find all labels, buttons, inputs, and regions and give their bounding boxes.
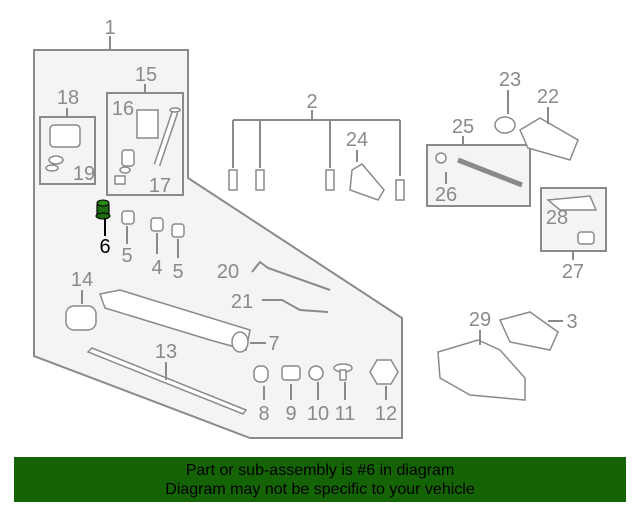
banner-disclaimer: Diagram may not be specific to your vehi… <box>165 481 475 498</box>
banner-part-info: Part or sub-assembly is #6 in diagram <box>185 462 455 479</box>
box-25 <box>426 144 531 207</box>
callout-17: 17 <box>149 175 171 197</box>
info-banner: Part or sub-assembly is #6 in diagram Di… <box>14 457 626 502</box>
part-18-valve <box>45 124 81 172</box>
callout-13: 13 <box>155 341 177 363</box>
part-3-bracket <box>498 311 563 351</box>
callout-23: 23 <box>499 69 521 91</box>
callout-8: 8 <box>258 403 269 425</box>
part-22-boot <box>519 107 579 161</box>
callout-26: 26 <box>435 184 457 206</box>
callout-22: 22 <box>537 86 559 108</box>
part-8 <box>253 365 269 400</box>
part-9-spring <box>281 365 301 400</box>
part-15-valve-body <box>114 107 181 185</box>
part-26-tie-rod <box>435 152 523 188</box>
part-2-bolts <box>228 110 405 201</box>
part-12-nut <box>369 359 399 400</box>
callout-11: 11 <box>335 403 356 425</box>
callout-24: 24 <box>346 129 368 151</box>
callout-5b: 5 <box>172 261 183 283</box>
part-29-cover <box>437 330 526 401</box>
callout-28: 28 <box>546 207 568 229</box>
assembly-1-panel <box>33 49 403 439</box>
part-28-tie-rod-end <box>546 195 598 245</box>
callout-4: 4 <box>151 257 162 279</box>
parts-diagram: 1 2 3 4 5 5 6 7 8 9 10 11 12 13 14 15 16… <box>33 17 607 439</box>
part-14-bushing <box>65 305 97 331</box>
part-13-rack <box>86 347 248 415</box>
part-5-bushing <box>121 210 135 244</box>
callout-7: 7 <box>268 333 279 355</box>
part-4-bushing <box>150 217 164 254</box>
callout-1: 1 <box>104 17 115 39</box>
part-24-bracket <box>349 150 385 201</box>
callout-29: 29 <box>469 309 491 331</box>
callout-10: 10 <box>307 403 329 425</box>
callout-12: 12 <box>375 403 397 425</box>
callout-3: 3 <box>566 311 577 333</box>
callout-14: 14 <box>71 269 93 291</box>
part-7-rack-housing <box>99 289 251 353</box>
part-5-bushing-2 <box>171 223 185 258</box>
callout-15: 15 <box>135 64 157 86</box>
callout-16: 16 <box>112 98 134 120</box>
callout-19: 19 <box>73 163 95 185</box>
part-23-clamp <box>494 90 516 134</box>
callout-25: 25 <box>452 116 474 138</box>
callout-2: 2 <box>306 91 317 113</box>
part-6-bushing[interactable] <box>95 199 111 220</box>
callout-20: 20 <box>217 261 239 283</box>
callout-6[interactable]: 6 <box>99 236 110 258</box>
part-20-pipe <box>251 260 331 291</box>
part-16-seal <box>136 109 159 139</box>
part-11-bolt <box>333 363 353 400</box>
callout-21: 21 <box>231 291 253 313</box>
part-21-pipe <box>262 299 329 313</box>
callout-9: 9 <box>285 403 296 425</box>
callout-27: 27 <box>562 261 584 283</box>
callout-5: 5 <box>121 245 132 267</box>
part-10-washer <box>308 365 324 400</box>
callout-18: 18 <box>57 87 79 109</box>
